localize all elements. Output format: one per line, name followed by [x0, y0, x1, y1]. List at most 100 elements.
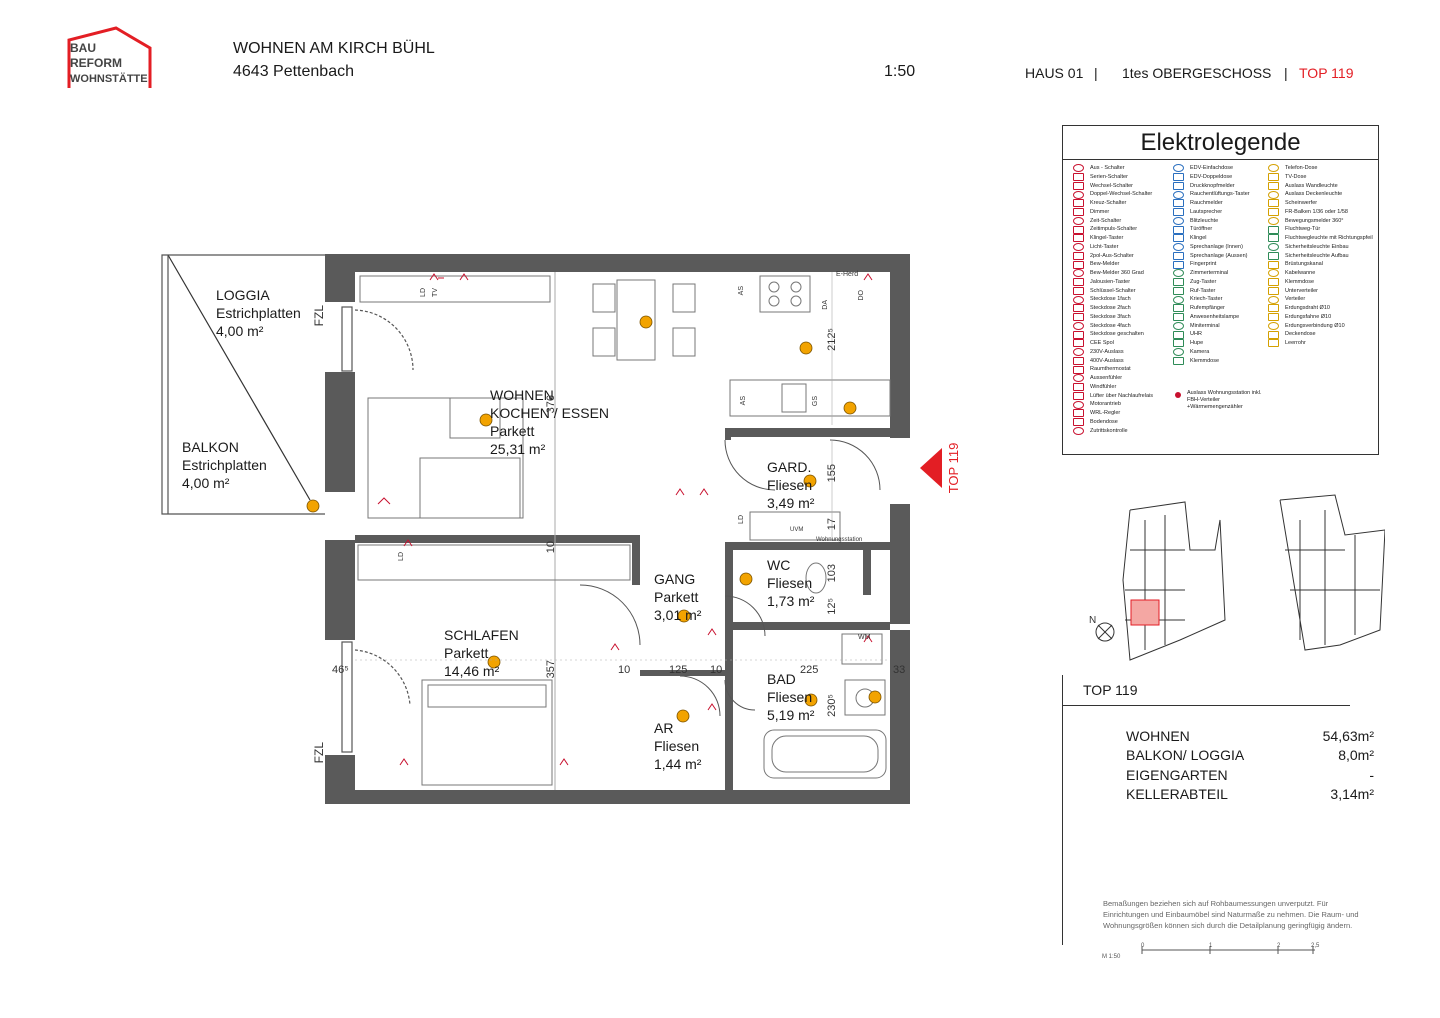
room-ar: AR Fliesen 1,44 m²	[654, 719, 701, 773]
legend-item: Erdungsfahne Ø10	[1268, 313, 1373, 322]
legend-item: Kreuz-Schalter	[1073, 199, 1153, 208]
legend-symbol-icon	[1073, 348, 1084, 357]
legend-item-label: Steckdose geschalten	[1090, 331, 1144, 338]
scale-bar-label: M 1:50	[1102, 954, 1121, 960]
legend-station-item: Auslass Wohnungsstation inkl. FBH-Vertei…	[1173, 390, 1263, 411]
dim-2305: 230⁵	[826, 694, 838, 717]
legend-symbol-icon	[1173, 278, 1184, 287]
summary-label: EIGENGARTEN	[1126, 767, 1228, 783]
room-wohnen: WOHNEN KOCHEN / ESSEN Parkett 25,31 m²	[490, 386, 609, 458]
legend-item-label: Bodendose	[1090, 418, 1118, 425]
room-wohnen-floor: Parkett	[490, 423, 535, 439]
legend-item-label: Verteiler	[1285, 296, 1306, 303]
legend-item-label: Fluchtwegleuchte mit Richtungspfeil	[1285, 235, 1373, 241]
legend-item: Steckdose 1fach	[1073, 295, 1153, 304]
room-loggia-area: 4,00 m²	[216, 323, 264, 339]
room-balkon-floor: Estrichplatten	[182, 457, 267, 473]
legend-item: Auslass Deckenleuchte	[1268, 190, 1373, 199]
legend-item-label: Unterverteiler	[1285, 287, 1319, 294]
floor-plan: TOP 119	[160, 250, 961, 810]
legend-item-label: 400V-Auslass	[1090, 357, 1124, 364]
legend-item: Brüstungskanal	[1268, 260, 1373, 269]
legend-item-label: Ruf-Taster	[1190, 287, 1216, 294]
summary-value: 3,14m²	[1330, 786, 1374, 802]
legend-item: Ruf-Taster	[1173, 286, 1250, 296]
legend-item-label: Rauchentlüftungs-Taster	[1190, 191, 1250, 198]
legend-item: Zeitimpuls-Schalter	[1073, 225, 1153, 234]
legend-item-label: Windfühler	[1090, 383, 1117, 390]
legend-item: Unterverteiler	[1268, 286, 1373, 296]
summary-divider	[1063, 705, 1350, 706]
separator-1: |	[1094, 65, 1098, 81]
legend-symbol-icon	[1073, 243, 1084, 252]
legend-symbol-icon	[1173, 243, 1184, 252]
legend-item-label: Druckknopfmelder	[1190, 182, 1235, 189]
legend-symbol-icon	[1268, 199, 1279, 208]
legend-item: Steckdose 3fach	[1073, 313, 1153, 322]
dim-155: 155	[826, 464, 838, 483]
legend-symbol-icon	[1268, 234, 1279, 243]
legend-item-label: Kamera	[1190, 348, 1210, 355]
legend-item-label: Rauchmelder	[1190, 200, 1223, 206]
legend-symbol-icon	[1268, 295, 1279, 304]
room-gang-name: GANG	[654, 571, 696, 587]
legend-symbol-icon	[1073, 164, 1084, 173]
legend-symbol-icon	[1073, 295, 1084, 304]
fzl-label-bottom: FZL	[312, 742, 326, 764]
legend-item: Zug-Taster	[1173, 278, 1250, 287]
legend-item: UHR	[1173, 330, 1250, 339]
dim-465: 46⁵	[332, 664, 349, 676]
legend-item: Zeit-Schalter	[1073, 216, 1153, 226]
unit-label: TOP 119	[1299, 65, 1354, 81]
summary-row-balkon: BALKON/ LOGGIA 8,0m²	[1126, 747, 1374, 763]
scale-tick-2: 2	[1277, 943, 1281, 949]
legend-item: Klingel-Taster	[1073, 234, 1153, 243]
room-ar-floor: Fliesen	[654, 738, 700, 754]
floor-label: 1tes OBERGESCHOSS	[1122, 65, 1272, 81]
legend-item-label: WRL-Regler	[1090, 410, 1121, 416]
legend-item: Steckdose 4fach	[1073, 321, 1153, 331]
legend-symbol-icon	[1073, 330, 1084, 339]
label-gs: GS	[812, 396, 819, 407]
legend-item-label: Raumthermostat	[1090, 366, 1131, 373]
room-gang-area: 3,01 m²	[654, 607, 702, 623]
legend-item-label: Wechsel-Schalter	[1090, 182, 1133, 189]
legend-item: Rauchmelder	[1173, 199, 1250, 208]
entry-tag: TOP 119	[946, 443, 960, 494]
project-title: WOHNEN AM KIRCH BÜHL	[233, 40, 435, 57]
legend-symbol-icon	[1073, 365, 1084, 374]
legend-symbol-icon	[1268, 339, 1279, 348]
legend-item-label: Steckdose 3fach	[1090, 313, 1131, 320]
legend-item-label: Erdungsdraht Ø10	[1285, 305, 1330, 311]
legend-item: Blitzleuchte	[1173, 216, 1250, 226]
room-schlafen-name: SCHLAFEN	[444, 627, 519, 643]
legend-item: Lüfter über Nachlaufrelais	[1073, 391, 1153, 401]
legend-item-label: Fluchtweg-Tür	[1285, 226, 1321, 233]
outdoor-area	[161, 254, 414, 753]
room-gard-floor: Fliesen	[767, 477, 813, 493]
legend-symbol-icon	[1073, 409, 1084, 418]
scale-tick-0: 0	[1141, 943, 1145, 949]
legend-item: Telefon-Dose	[1268, 164, 1373, 173]
legend-item-label: 230V-Auslass	[1090, 348, 1124, 355]
label-uvm: UVM	[790, 527, 804, 533]
legend-item-label: Auslass Deckenleuchte	[1285, 191, 1343, 198]
legend-item: Kabelwanne	[1268, 269, 1373, 278]
scale-bar: 0 1 2 2,5 M 1:50	[1100, 940, 1330, 960]
legend-item: Sprechanlage (Aussen)	[1173, 251, 1250, 261]
legend-symbol-icon	[1073, 173, 1084, 182]
legend-item: Bew-Melder	[1073, 260, 1153, 269]
legend-symbol-icon	[1268, 269, 1279, 278]
summary-row-eigengarten: EIGENGARTEN -	[1126, 767, 1374, 783]
legend-item-label: Lüfter über Nachlaufrelais	[1090, 392, 1153, 399]
legend-symbol-icon	[1073, 356, 1084, 365]
legend-item: Serien-Schalter	[1073, 173, 1153, 182]
label-e-herd: E-Herd	[836, 271, 859, 278]
room-bad-floor: Fliesen	[767, 689, 813, 705]
legend-item-label: Zutrittskontrolle	[1090, 427, 1128, 434]
legend-symbol-icon	[1173, 313, 1184, 322]
legend-item-label: Dimmer	[1090, 208, 1110, 215]
room-bad-name: BAD	[767, 671, 796, 687]
